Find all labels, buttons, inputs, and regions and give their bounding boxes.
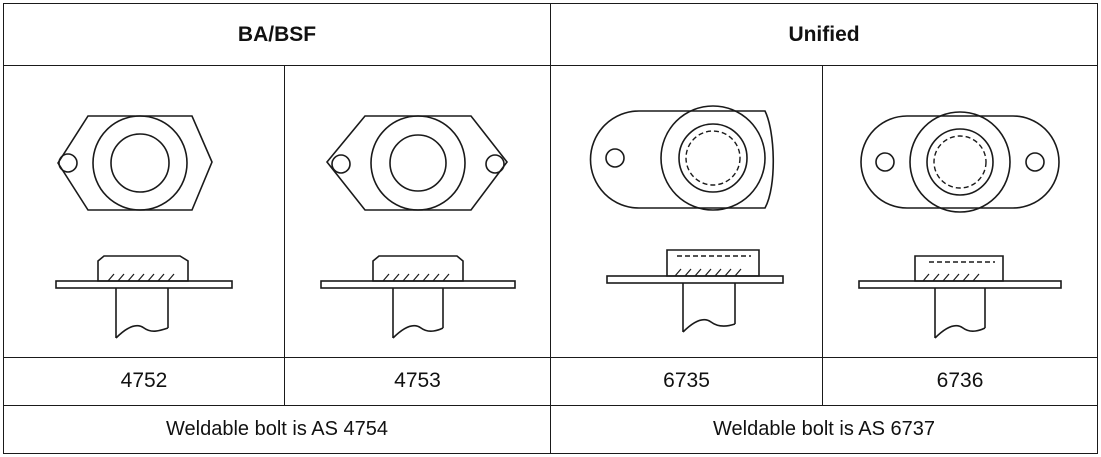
two-lug-oval-plate-nut-icon	[55, 115, 233, 339]
one-lug-floating-nut-icon	[589, 105, 784, 333]
drawing-cell-4752	[3, 65, 285, 358]
header-ba-bsf: BA/BSF	[2, 2, 552, 67]
two-lug-diamond-plate-nut-icon	[319, 115, 516, 339]
part-number-6735: 6735	[550, 356, 824, 406]
weldable-bolt-note-unified: Weldable bolt is AS 6737	[550, 404, 1099, 455]
drawing-cell-4753	[283, 65, 552, 358]
drawing-cell-6736	[822, 65, 1099, 358]
two-lug-floating-nut-icon	[858, 111, 1062, 339]
part-number-4753: 4753	[283, 356, 552, 406]
header-unified: Unified	[550, 2, 1099, 67]
part-number-4752: 4752	[3, 356, 285, 406]
weldable-bolt-note-ba-bsf: Weldable bolt is AS 4754	[2, 404, 552, 455]
part-number-6736: 6736	[822, 356, 1099, 406]
drawing-cell-6735	[550, 65, 824, 358]
